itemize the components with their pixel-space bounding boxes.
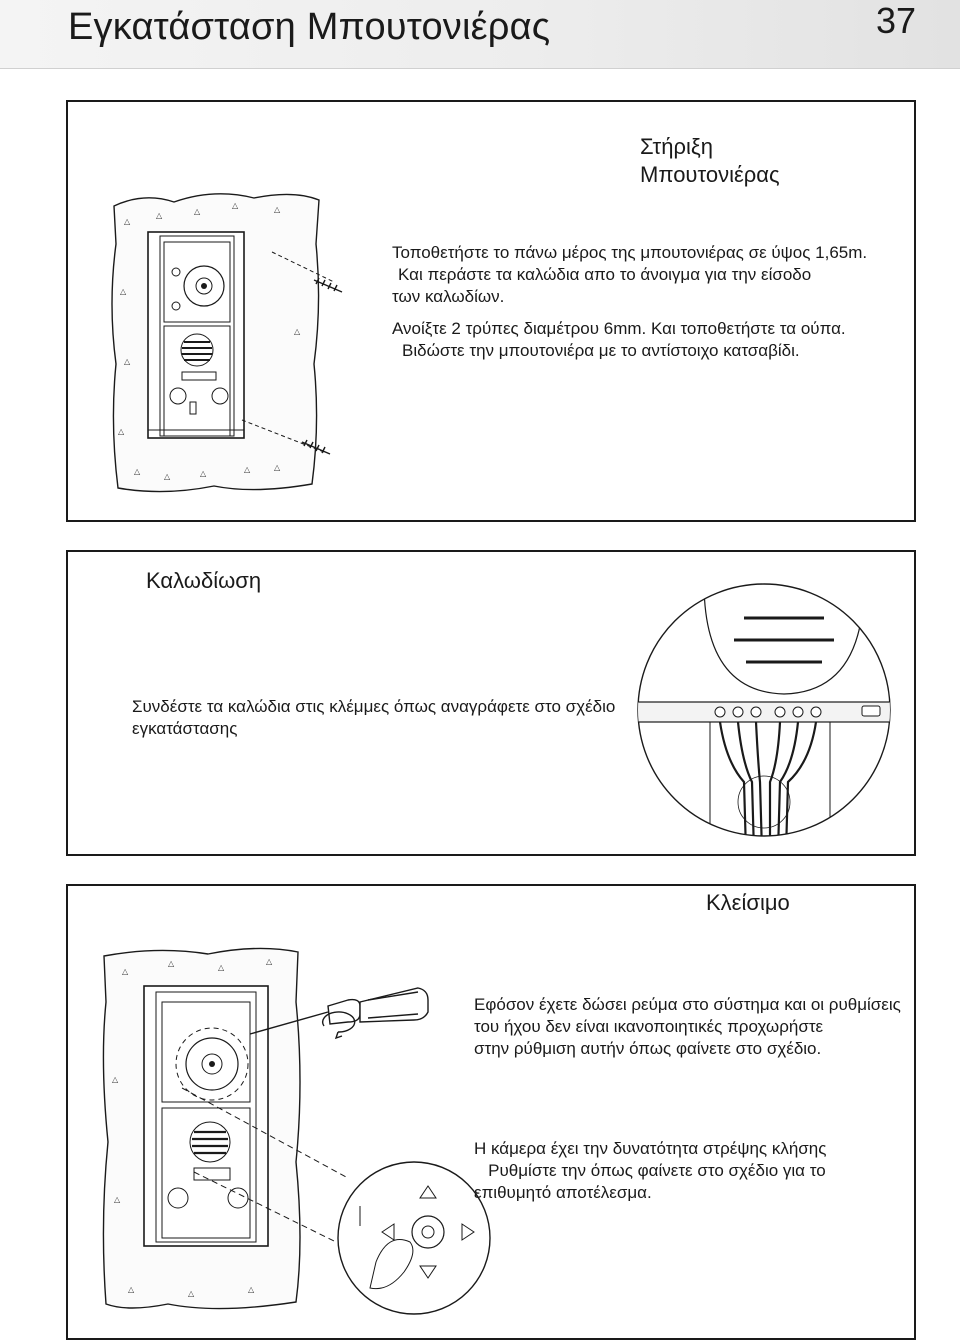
wiring-text-line: εγκατάστασης xyxy=(132,719,238,738)
closing-text-line: επιθυμητό αποτέλεσμα. xyxy=(474,1183,652,1202)
page-title: Εγκατάσταση Μπουτονιέρας xyxy=(68,6,551,48)
svg-text:△: △ xyxy=(112,1075,119,1084)
closing-text-line: του ήχου δεν είναι ικανοποιητικές προχωρ… xyxy=(474,1017,824,1036)
closing-text-line: στην ρύθμιση αυτήν όπως φαίνετε στο σχέδ… xyxy=(474,1039,822,1058)
svg-text:△: △ xyxy=(124,357,131,366)
mounting-text-line: των καλωδίων. xyxy=(392,287,505,306)
adjustment-illustration: △ △ △ △ △ △ △ △ △ xyxy=(102,947,491,1315)
svg-text:△: △ xyxy=(274,205,281,214)
svg-text:△: △ xyxy=(248,1285,255,1294)
terminal-wiring-illustration xyxy=(637,583,891,837)
wiring-text-line: Συνδέστε τα καλώδια στις κλέμμες όπως αν… xyxy=(132,697,616,716)
mounting-text-line: Τοποθετήστε το πάνω μέρος της μπουτονιέρ… xyxy=(392,243,868,262)
svg-text:△: △ xyxy=(244,465,251,474)
svg-text:△: △ xyxy=(200,469,207,478)
mounting-text-line: Και περάστε τα καλώδια απο το άνοιγμα γι… xyxy=(398,265,812,284)
mounting-panel: △△△△△ △△△△ △△△△△ Στήριξη Μπουτον xyxy=(66,100,916,522)
closing-text-line: Ρυθμίστε την όπως φαίνετε στο σχέδιο για… xyxy=(474,1161,826,1180)
closing-text-line: Η κάμερα έχει την δυνατότητα στρέψης κλή… xyxy=(474,1139,827,1158)
svg-text:△: △ xyxy=(134,467,141,476)
mounting-text-line: Ανοίξτε 2 τρύπες διαμέτρου 6mm. Και τοπο… xyxy=(392,319,846,338)
svg-text:△: △ xyxy=(188,1289,195,1298)
header-bar xyxy=(0,0,960,69)
svg-text:△: △ xyxy=(218,963,225,972)
wiring-panel: Καλωδίωση Συνδέστε τα καλώδια στις κλέμμ… xyxy=(66,550,916,856)
mounting-heading-line1: Στήριξη xyxy=(640,134,713,159)
mounting-text-line: Βιδώστε την μπουτονιέρα με το αντίστοιχο… xyxy=(402,341,800,360)
svg-text:△: △ xyxy=(114,1195,121,1204)
closing-text-line: Εφόσον έχετε δώσει ρεύμα στο σύστημα και… xyxy=(474,995,901,1014)
svg-text:△: △ xyxy=(294,327,301,336)
svg-text:△: △ xyxy=(164,472,171,481)
svg-text:△: △ xyxy=(122,967,129,976)
svg-text:△: △ xyxy=(168,959,175,968)
svg-text:△: △ xyxy=(156,211,163,220)
svg-text:△: △ xyxy=(232,201,239,210)
svg-text:△: △ xyxy=(118,427,125,436)
mounting-heading-line2: Μπουτονιέρας xyxy=(640,162,780,187)
wiring-heading: Καλωδίωση xyxy=(146,568,262,593)
closing-panel: △ △ △ △ △ △ △ △ △ xyxy=(66,884,916,1340)
closing-heading: Κλείσιμο xyxy=(706,890,790,915)
svg-text:△: △ xyxy=(124,217,131,226)
svg-text:△: △ xyxy=(194,207,201,216)
page-number: 37 xyxy=(875,0,916,41)
wall-mount-illustration: △ △ △ △ △ △ △ △ △ △ △ △ △ △ xyxy=(111,193,343,493)
svg-text:△: △ xyxy=(120,287,127,296)
svg-text:△: △ xyxy=(128,1285,135,1294)
svg-text:△: △ xyxy=(274,463,281,472)
svg-text:△: △ xyxy=(266,957,273,966)
